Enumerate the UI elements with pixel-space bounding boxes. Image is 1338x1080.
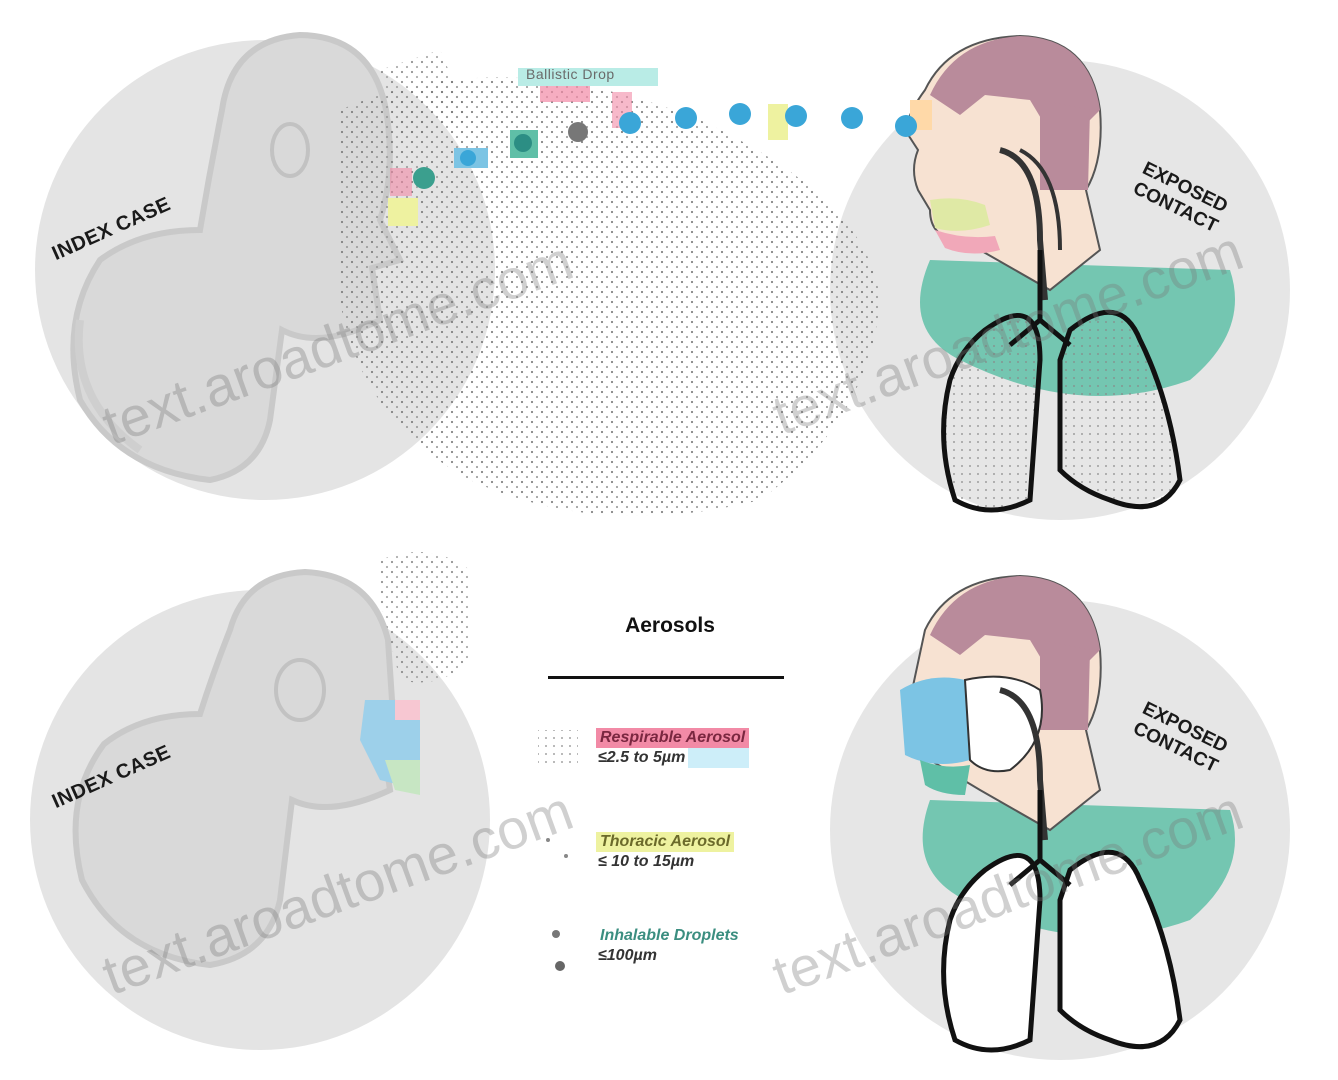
legend-item-inhalable: Inhalable Droplets ≤100µm — [596, 926, 743, 966]
index-case-bottom — [30, 552, 490, 1050]
legend-item-size: ≤100µm — [596, 946, 743, 966]
legend-item-name: Inhalable Droplets — [596, 926, 743, 946]
legend-item-name: Thoracic Aerosol — [596, 832, 734, 852]
legend-item-name: Respirable Aerosol — [596, 728, 749, 748]
ballistic-drop-label: Ballistic Drop — [526, 66, 615, 82]
legend-item-thoracic: Thoracic Aerosol ≤ 10 to 15µm — [596, 832, 734, 872]
legend-divider — [548, 676, 784, 679]
legend-title: Aerosols — [560, 614, 780, 638]
legend-item-size: ≤2.5 to 5µm — [596, 748, 749, 768]
legend-item-respirable: Respirable Aerosol ≤2.5 to 5µm — [596, 728, 749, 768]
legend-item-size: ≤ 10 to 15µm — [596, 852, 734, 872]
